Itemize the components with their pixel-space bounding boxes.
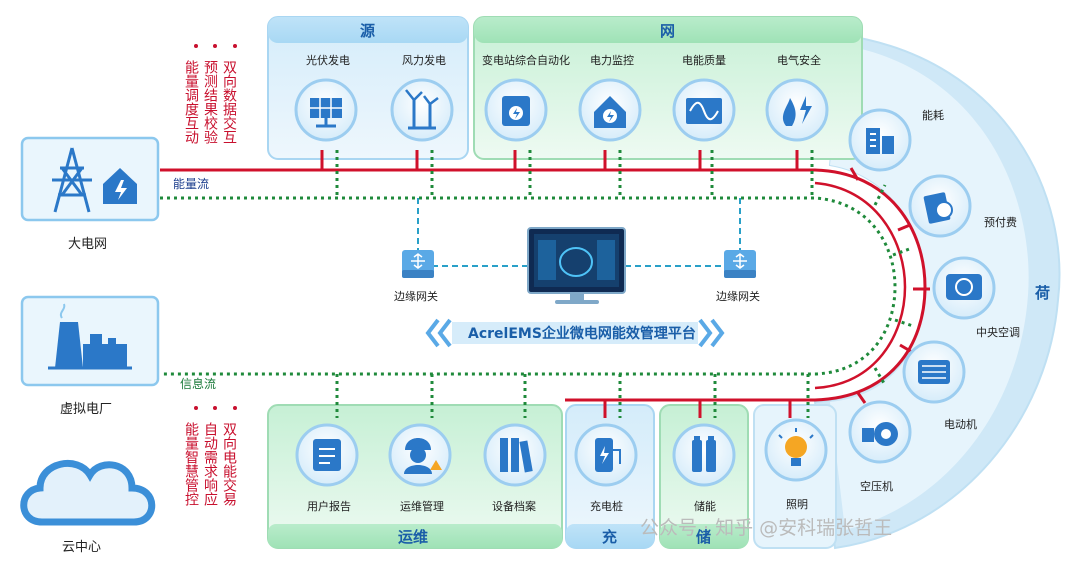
node-cloud-center: [20, 459, 156, 526]
section-grid-header: [474, 17, 862, 43]
lighting-icon: [764, 418, 828, 482]
node-main-grid: [20, 136, 160, 222]
factory-icon: [48, 303, 132, 370]
lower-col-3: 能量智慧管控: [183, 422, 199, 506]
power-monitor-label: 电力监控: [590, 53, 634, 67]
section-source-header: [268, 17, 468, 43]
energy-flow-label: 能量流: [173, 177, 209, 191]
device-archive-icon: [483, 423, 547, 487]
user-report-icon: [295, 423, 359, 487]
section-ops-label: 运维: [398, 528, 428, 546]
node-virtual-plant-label: 虚拟电厂: [60, 402, 112, 417]
upper-col-1: 双向数据交互: [221, 60, 237, 144]
substation-label: 变电站综合自动化: [482, 53, 570, 67]
cloud-icon: [20, 459, 156, 526]
prepaid-icon: [908, 174, 972, 238]
air-compressor-icon: [848, 400, 912, 464]
motor-label: 电动机: [944, 417, 977, 431]
energy-flow-lines: [160, 150, 930, 418]
ops-management-icon: [388, 423, 452, 487]
section-load-label: 荷: [1035, 284, 1050, 302]
solar-icon: [294, 78, 358, 142]
solar-label: 光伏发电: [306, 53, 350, 67]
energy-consumption-label: 能耗: [922, 108, 944, 122]
wind-label: 风力发电: [402, 53, 446, 67]
watermark: 公众号 · 知乎 @安科瑞张哲王: [640, 517, 892, 539]
lower-col-1: 双向电能交易: [221, 422, 237, 506]
power-monitor-icon: [578, 78, 642, 142]
wind-icon: [390, 78, 454, 142]
hvac-label: 中央空调: [976, 325, 1020, 339]
charger-label: 充电桩: [590, 499, 623, 513]
gateway-lines: [417, 198, 741, 267]
substation-icon: [484, 78, 548, 142]
node-cloud-center-label: 云中心: [62, 540, 101, 555]
power-quality-icon: [672, 78, 736, 142]
lighting-label: 照明: [786, 498, 808, 511]
house-icon: [103, 168, 137, 204]
electrical-safety-label: 电气安全: [777, 53, 821, 67]
energy-consumption-icon: [848, 108, 912, 172]
platform-banner: [425, 318, 725, 348]
info-flow-lines: [160, 150, 914, 418]
red-dots: [194, 44, 237, 410]
section-charge-label: 充: [602, 528, 617, 546]
hvac-icon: [932, 256, 996, 320]
node-virtual-plant: [20, 295, 160, 387]
gateway-right-icon: [724, 250, 756, 278]
section-storage-footer: [660, 524, 748, 548]
platform-monitor: [527, 227, 626, 304]
motor-icon: [902, 340, 966, 404]
section-grid-label: 网: [660, 22, 675, 40]
storage-icon: [672, 423, 736, 487]
upper-col-3: 能量调度互动: [183, 60, 199, 145]
power-quality-label: 电能质量: [682, 53, 726, 67]
storage-label: 储能: [694, 499, 716, 513]
gateway-right-label: 边缘网关: [716, 289, 760, 303]
ops-management-label: 运维管理: [400, 499, 444, 513]
user-report-label: 用户报告: [307, 499, 351, 513]
charger-icon: [574, 423, 638, 487]
air-compressor-label: 空压机: [860, 479, 893, 493]
gateway-left-label: 边缘网关: [394, 289, 438, 303]
platform-title: AcrelEMS企业微电网能效管理平台: [468, 325, 696, 342]
electrical-safety-icon: [765, 78, 829, 142]
upper-col-2: 预测结果校验: [202, 60, 218, 144]
node-main-grid-label: 大电网: [68, 237, 107, 252]
section-storage-label: 储: [696, 528, 711, 546]
info-flow-label: 信息流: [180, 376, 216, 391]
device-archive-label: 设备档案: [492, 499, 536, 513]
power-tower-icon: [52, 147, 92, 213]
section-source-label: 源: [360, 22, 375, 40]
lower-col-2: 自动需求响应: [202, 422, 218, 506]
section-ops-footer: [268, 524, 562, 548]
section-charge-footer: [566, 524, 654, 548]
gateway-left-icon: [402, 250, 434, 278]
prepaid-label: 预付费: [984, 216, 1017, 229]
